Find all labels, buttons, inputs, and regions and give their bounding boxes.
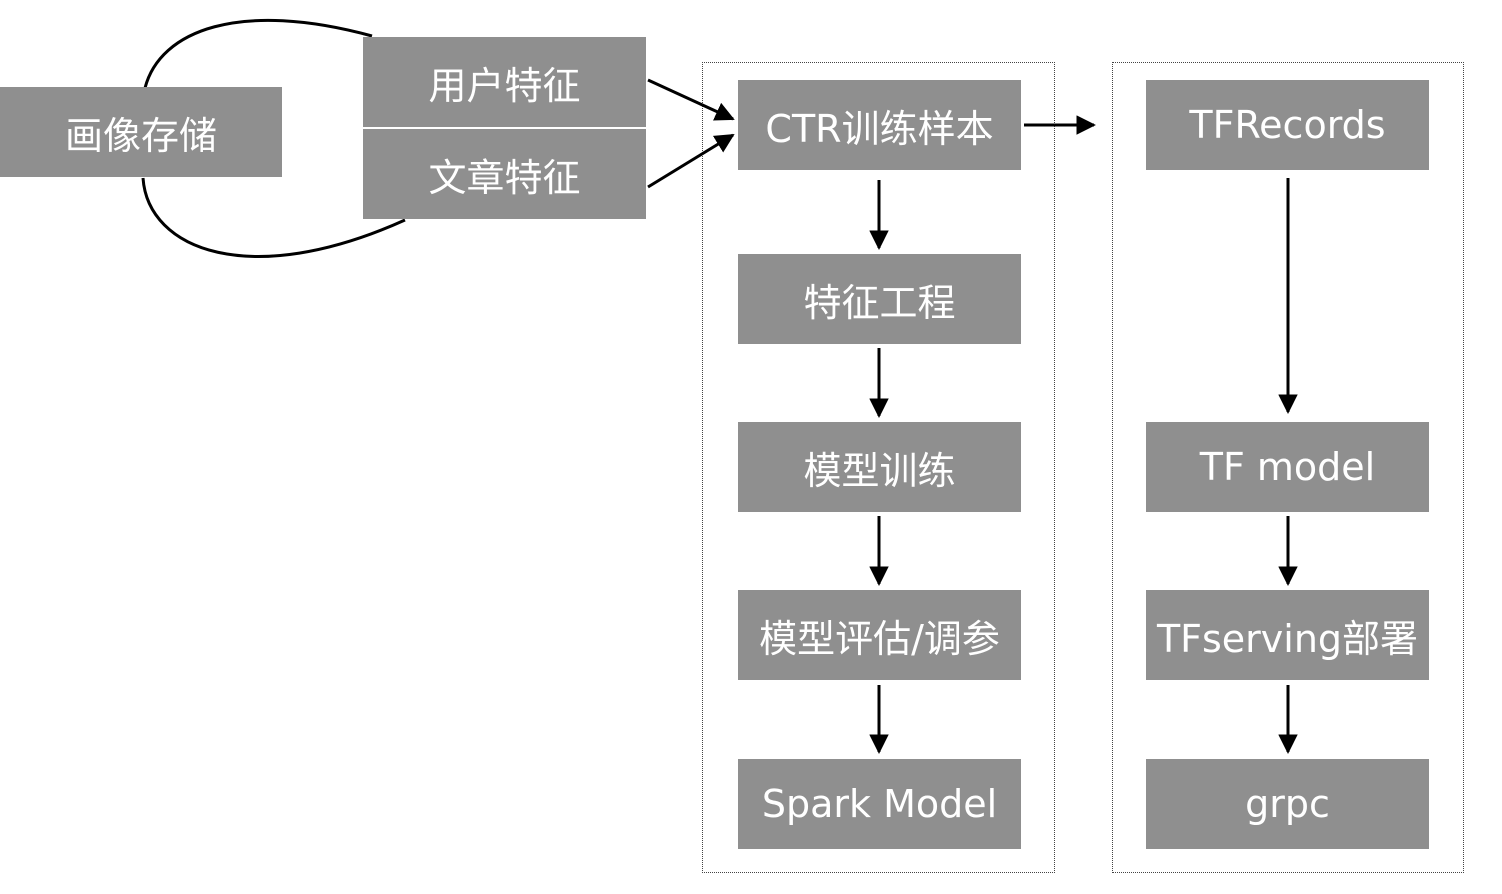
node-model-training: 模型训练 [738, 422, 1021, 512]
node-article-features: 文章特征 [363, 129, 646, 219]
node-portrait-storage: 画像存储 [0, 87, 282, 177]
node-spark-model: Spark Model [738, 759, 1021, 849]
edge-user-to-ctr [647, 78, 735, 121]
edge-article-to-ctr [647, 133, 735, 189]
node-tfserving: TFserving部署 [1146, 590, 1429, 680]
node-tf-model: TF model [1146, 422, 1429, 512]
curve-portrait-to-user [143, 18, 373, 89]
node-ctr-samples: CTR训练样本 [738, 80, 1021, 170]
node-grpc: grpc [1146, 759, 1429, 849]
node-model-eval: 模型评估/调参 [738, 590, 1021, 680]
tf-pipeline-group [1112, 62, 1464, 873]
curve-portrait-to-article [141, 177, 406, 258]
node-tfrecords: TFRecords [1146, 80, 1429, 170]
node-user-features: 用户特征 [363, 37, 646, 127]
spark-pipeline-group [702, 62, 1055, 873]
node-feature-engineering: 特征工程 [738, 254, 1021, 344]
